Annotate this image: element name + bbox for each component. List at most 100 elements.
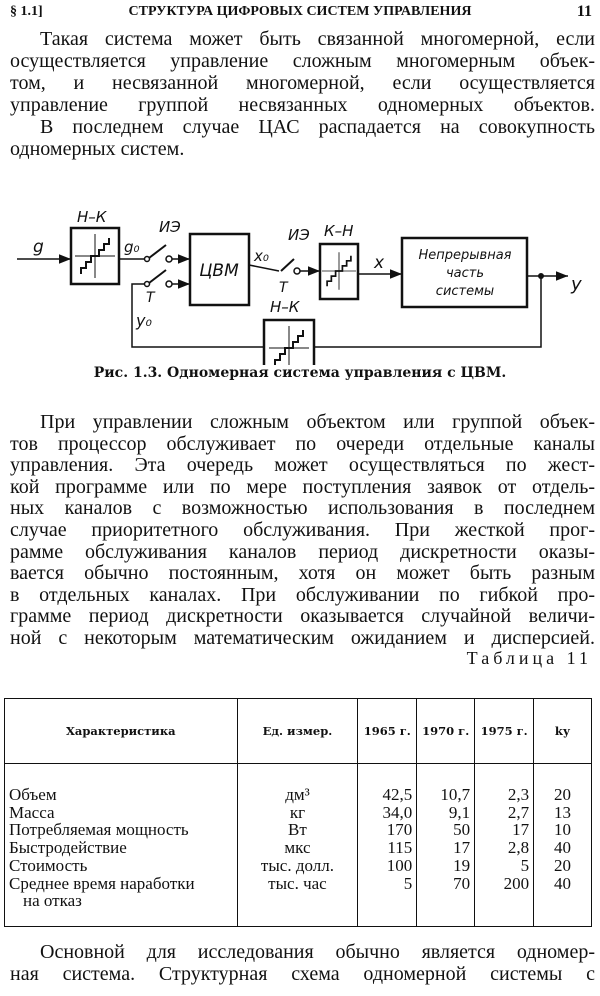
- table-cell: Стоимость: [9, 855, 88, 875]
- table-cell: 20: [554, 855, 572, 875]
- text-line: в отдельных каналах. При обслуживании по…: [10, 583, 595, 606]
- feedback-nk-box: [262, 318, 316, 365]
- table-cell: 40: [554, 873, 572, 893]
- column-header: 1965 г.: [357, 698, 418, 764]
- table-cell: 40: [554, 838, 572, 858]
- table-cell: мкс: [284, 838, 311, 858]
- table-title: Таблица 11: [466, 648, 592, 668]
- y0-label: y₀: [135, 311, 152, 330]
- running-title: СТРУКТУРА ЦИФРОВЫХ СИСТЕМ УПРАВЛЕНИЯ: [128, 4, 472, 19]
- paragraph-4: Основной для исследования обычно являетс…: [10, 941, 595, 985]
- text-line: вается обычно постоянным, хотя он может …: [10, 562, 595, 585]
- column-header: 1970 г.: [416, 698, 476, 764]
- t2-label: T: [279, 280, 289, 296]
- section-number: § 1.1]: [10, 4, 43, 19]
- plant-label-3: системы: [436, 284, 494, 299]
- x-label: x: [373, 253, 385, 273]
- text-line: том, и несвязанной многомерной, если осу…: [10, 72, 595, 94]
- paragraph-3: При управлении сложным объектом или груп…: [10, 411, 595, 650]
- nk-converter-box: [69, 226, 121, 286]
- figure-caption: Рис. 1.3. Одномерная система управления …: [93, 365, 507, 381]
- column-header: Ед. измер.: [236, 698, 359, 764]
- text-line: В последнем случае ЦАС распадается на со…: [40, 116, 595, 138]
- kn-label: К–Н: [324, 222, 353, 240]
- table-cell: 115: [387, 838, 413, 858]
- table-cell: 17: [453, 838, 471, 858]
- text-line: осуществляется управление сложным многом…: [10, 50, 595, 72]
- text-line: Основной для исследования обычно являетс…: [40, 941, 595, 963]
- table-cell: 200: [503, 873, 530, 893]
- plant-label-2: часть: [446, 266, 484, 281]
- cvm-box: [188, 232, 251, 307]
- text-line: управление группой несвязанных одномерны…: [10, 94, 595, 116]
- text-line: кой программе или по мере поступления за…: [10, 475, 595, 498]
- x0-label: x₀: [253, 247, 269, 265]
- paragraph-1: Такая система может быть связанной много…: [10, 28, 595, 160]
- table-cell: 34,0: [382, 802, 413, 822]
- table-cell: 50: [453, 820, 471, 840]
- table-cell: кг: [289, 802, 306, 822]
- cvm-label: ЦВМ: [199, 261, 239, 281]
- text-line: Такая система может быть связанной много…: [40, 28, 595, 50]
- table-cell: 5: [403, 873, 413, 893]
- table-cell: тыс. долл.: [260, 855, 334, 875]
- table-cell: 42,5: [382, 785, 413, 804]
- table-cell: Потребляемая мощность: [9, 820, 189, 840]
- text-line: рамме обслуживания каналов период дискре…: [10, 540, 595, 563]
- table-cell: 19: [453, 855, 471, 875]
- column-header: kу: [533, 698, 592, 764]
- data-table: Характеристика Ед. измер. 1965 г. 1970 г…: [4, 698, 592, 927]
- nk1-label: Н–К: [77, 208, 108, 226]
- table-cell: 13: [554, 802, 572, 822]
- block-diagram: g Н–К g₀ ИЭ T y₀ ЦВМ x₀ ИЭ T К–Н x Непре…: [17, 208, 582, 365]
- table-cell: 10,7: [440, 785, 471, 804]
- table-cell: тыс. час: [268, 873, 327, 893]
- table-cell: 10: [554, 820, 572, 840]
- table-cell: Объем: [9, 785, 57, 804]
- table-cell: Вт: [288, 820, 307, 840]
- page-number: 11: [576, 3, 592, 20]
- input-label: g: [33, 237, 44, 257]
- table-cell-continuation: на отказ: [23, 891, 82, 911]
- t1-label: T: [146, 290, 156, 306]
- table-cell: 70: [453, 873, 471, 893]
- table-cell: Масса: [9, 802, 55, 822]
- text-line: случае приоритетного обслуживания. При ж…: [10, 518, 595, 541]
- table-cell: 5: [520, 855, 530, 875]
- plant-label-1: Непрерывная: [419, 248, 512, 263]
- nk2-label: Н–К: [270, 298, 301, 316]
- table-cell: 2,8: [507, 838, 530, 858]
- text-line: тов процессор обслуживает по очереди отд…: [10, 432, 595, 455]
- table-cell: 2,7: [507, 802, 530, 822]
- table-cell: 2,3: [507, 785, 530, 804]
- ie1-label: ИЭ: [159, 218, 181, 236]
- table-cell: 17: [512, 820, 530, 840]
- table-cell: Быстродействие: [9, 838, 127, 858]
- ie2-label: ИЭ: [288, 226, 310, 244]
- column-header: 1975 г.: [474, 698, 535, 764]
- text-line: ных каналов с возможностью использования…: [10, 497, 595, 520]
- junction-dot: [538, 273, 544, 279]
- text-line: При управлении сложным объектом или груп…: [40, 411, 595, 433]
- text-line: управления. Эта очередь может осуществля…: [10, 454, 595, 477]
- kn-converter-box: [318, 242, 360, 301]
- column-header: Характеристика: [4, 698, 238, 764]
- table-cell: 170: [386, 820, 413, 840]
- table-cell: 20: [554, 785, 572, 804]
- output-label: y: [570, 274, 582, 295]
- text-line: ной с некоторым математическим ожиданием…: [10, 626, 595, 649]
- text-line: ная система. Структурная схема одномерно…: [10, 963, 595, 985]
- plant-box: [400, 236, 529, 309]
- table-cell: 100: [386, 855, 413, 875]
- text-line: грамме период дискретности оказывается с…: [10, 605, 595, 628]
- table-cell: дм³: [285, 785, 310, 804]
- table-cell: 9,1: [448, 802, 471, 822]
- text-line: одномерных систем.: [10, 138, 185, 160]
